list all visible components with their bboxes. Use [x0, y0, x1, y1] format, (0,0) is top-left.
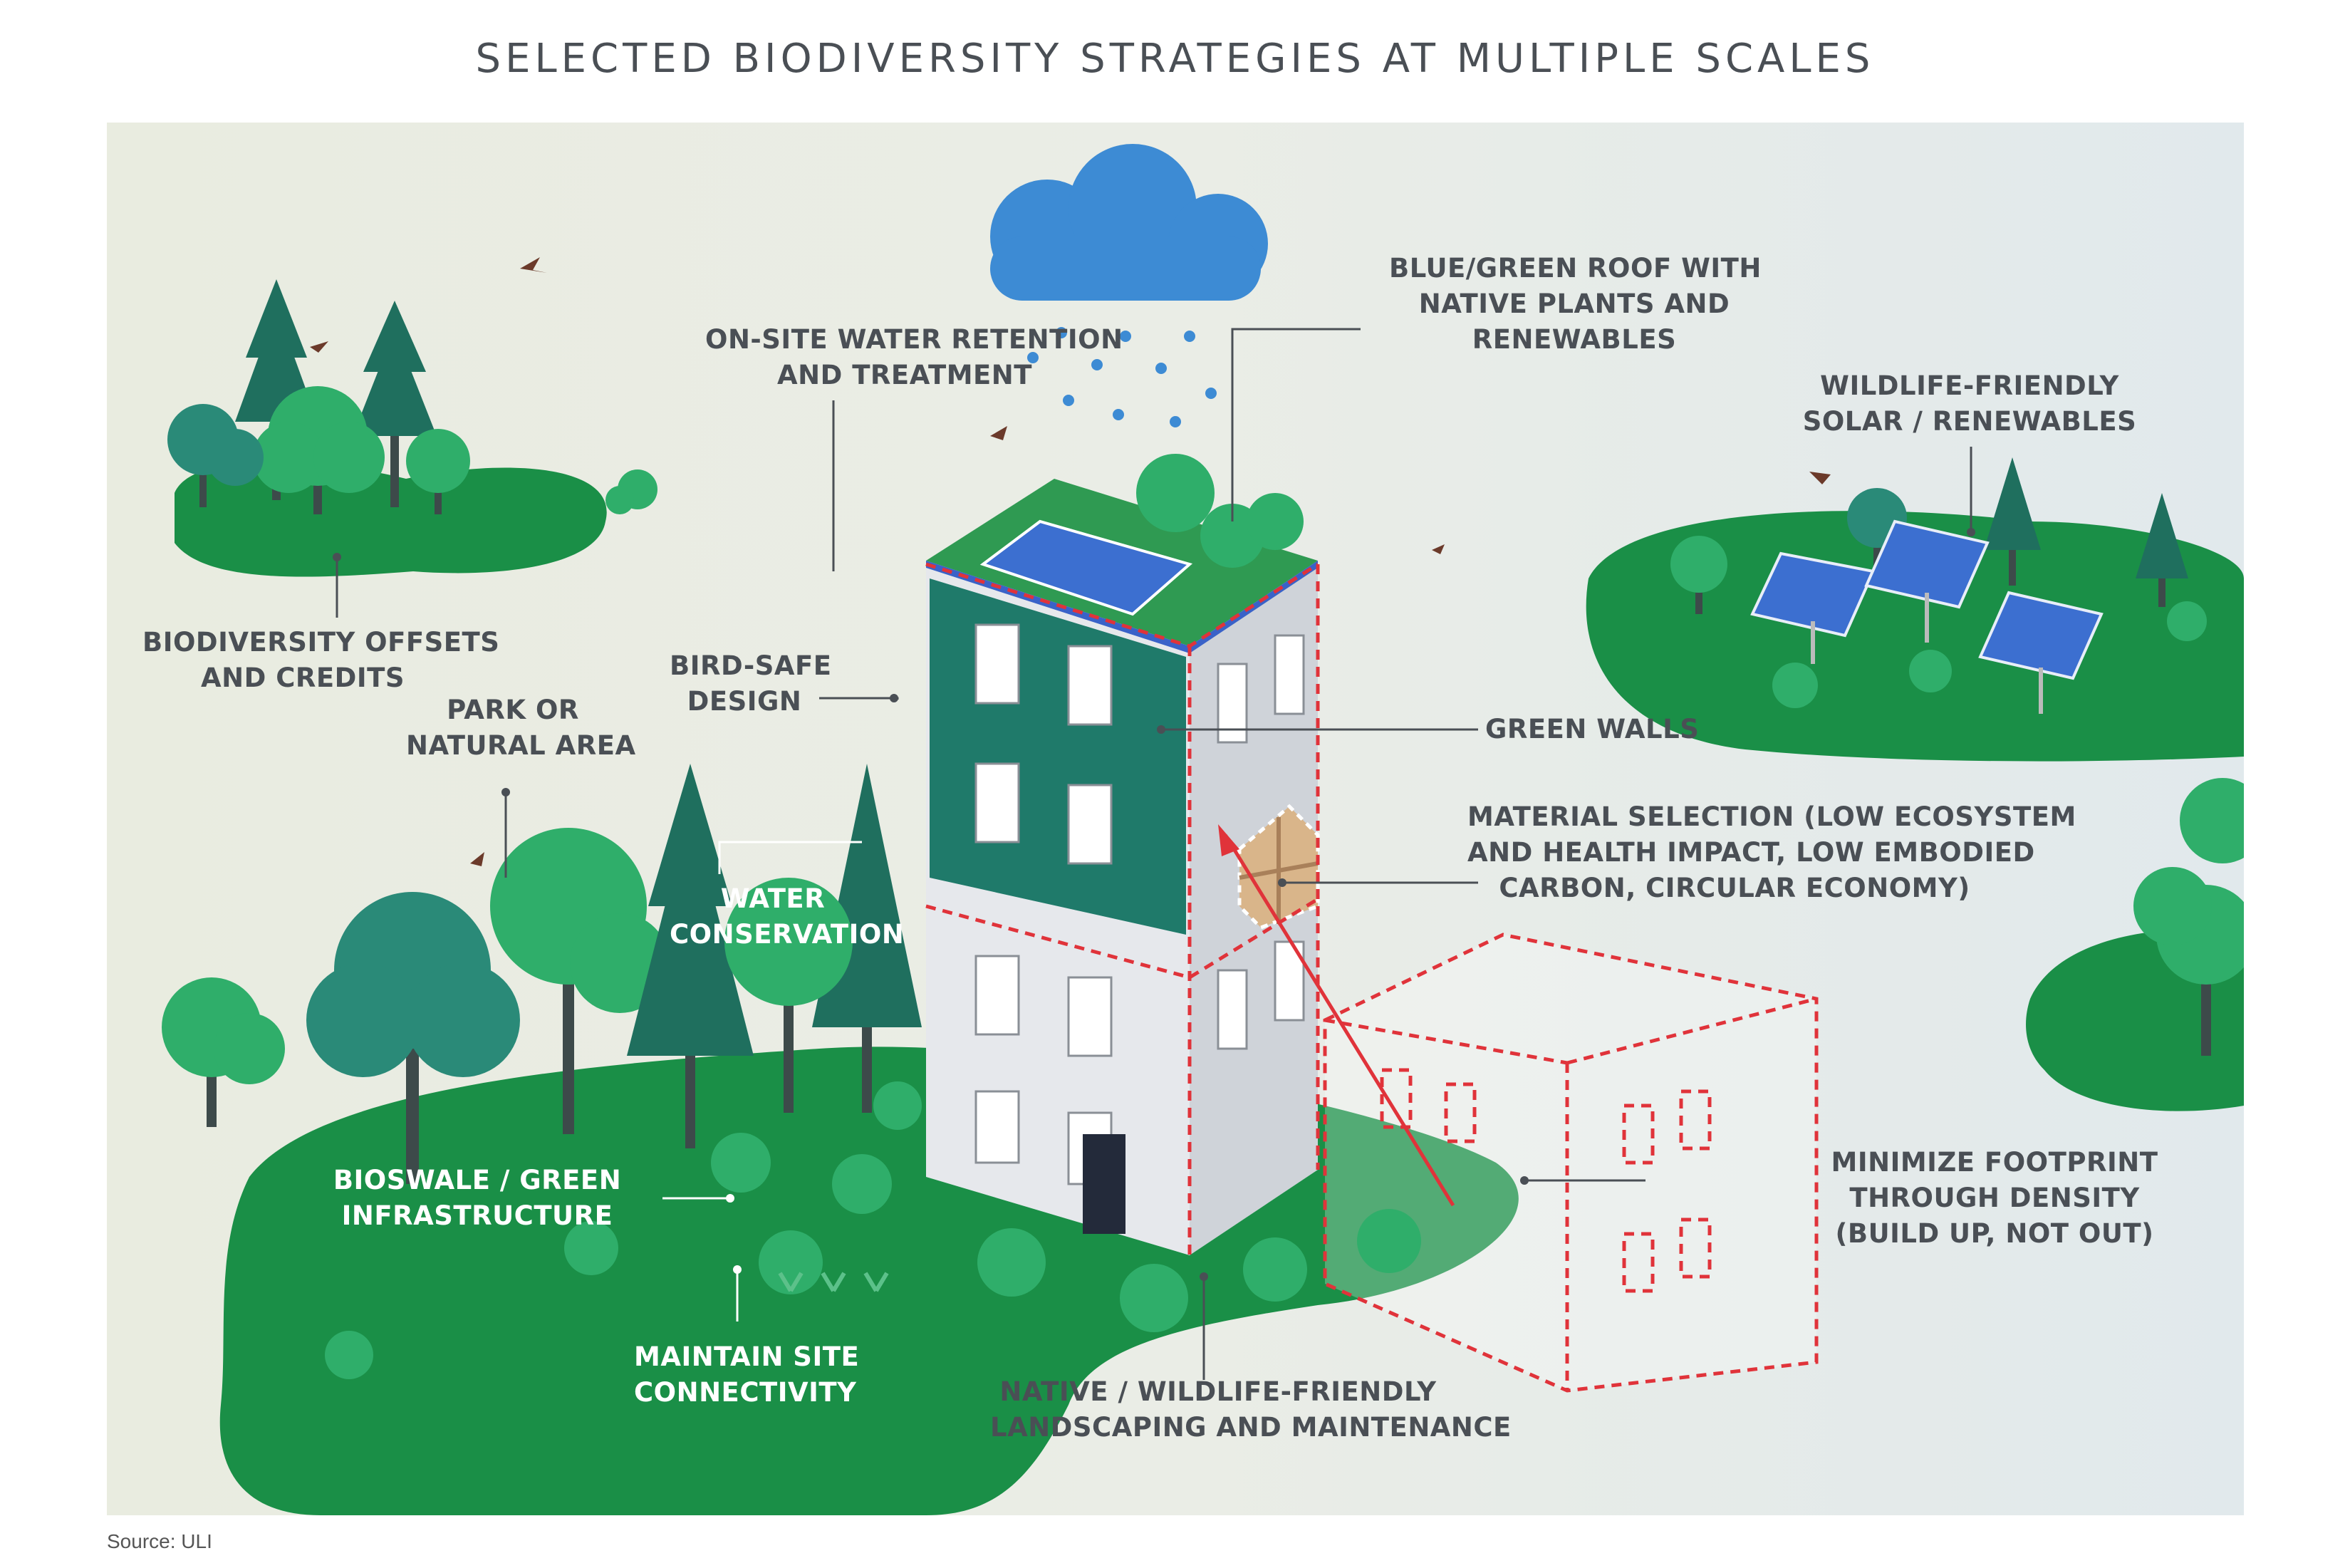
label-line: MINIMIZE FOOTPRINT — [1831, 1147, 2158, 1178]
tree-icon — [353, 301, 437, 507]
label-bird-safe-design: BIRD-SAFE DESIGN — [670, 648, 832, 720]
label-line: NATIVE PLANTS AND — [1418, 289, 1730, 319]
label-line: MAINTAIN SITE — [634, 1341, 860, 1372]
bird-icon — [1432, 544, 1445, 554]
bird-icon — [520, 257, 547, 273]
solar-panel-icon — [979, 519, 1193, 616]
tree-icon — [2136, 493, 2188, 607]
label-line: NATURAL AREA — [406, 730, 636, 761]
illustration-panel: BIODIVERSITY OFFSETS AND CREDITS PARK OR… — [107, 123, 2244, 1515]
tree-icon — [1670, 536, 1727, 614]
tree-icon — [306, 892, 520, 1184]
label-line: SOLAR / RENEWABLES — [1802, 406, 2137, 437]
label-line: WATER — [720, 883, 826, 914]
label-line: AND TREATMENT — [777, 360, 1032, 390]
label-blue-green-roof: BLUE/GREEN ROOF WITH NATIVE PLANTS AND R… — [1389, 251, 1762, 358]
label-line: GREEN WALLS — [1485, 714, 1700, 744]
label-biodiversity-offsets: BIODIVERSITY OFFSETS AND CREDITS — [142, 625, 500, 696]
solar-panel-icon — [1978, 591, 2104, 714]
bush-icon — [1136, 454, 1304, 568]
label-line: ON-SITE WATER RETENTION — [705, 324, 1123, 355]
label-line: CARBON, CIRCULAR ECONOMY) — [1499, 873, 1970, 903]
solar-panel-icon — [1864, 519, 1990, 643]
tree-icon — [2133, 778, 2244, 1056]
label-line: LANDSCAPING AND MAINTENANCE — [990, 1412, 1512, 1443]
label-line: DESIGN — [687, 686, 802, 717]
label-line: WILDLIFE-FRIENDLY — [1820, 370, 2119, 401]
label-line: RENEWABLES — [1472, 324, 1677, 355]
bush-icon — [1772, 601, 2207, 708]
illustration-scene — [162, 144, 2244, 1515]
small-island — [2026, 778, 2244, 1111]
cloud-icon — [990, 144, 1268, 301]
door-icon — [1083, 1134, 1125, 1234]
label-line: (BUILD UP, NOT OUT) — [1835, 1218, 2154, 1249]
building — [925, 454, 1320, 1255]
sprout-icon — [778, 1272, 889, 1292]
label-water-conservation: WATER CONSERVATION — [670, 881, 905, 952]
label-green-walls: GREEN WALLS — [1485, 712, 1727, 747]
label-material-selection: MATERIAL SELECTION (LOW ECOSYSTEM AND HE… — [1467, 799, 2076, 906]
tree-icon — [724, 878, 853, 1113]
tree-icon — [406, 429, 470, 514]
label-line: THROUGH DENSITY — [1849, 1183, 2140, 1213]
leader-lines-light — [662, 841, 862, 1322]
tree-icon — [167, 404, 264, 507]
solar-island — [1586, 447, 2244, 762]
tree-icon — [627, 764, 754, 1148]
label-line: INFRASTRUCTURE — [341, 1200, 613, 1231]
label-site-connectivity: MAINTAIN SITE CONNECTIVITY — [634, 1339, 860, 1411]
label-line: NATIVE / WILDLIFE-FRIENDLY — [999, 1376, 1437, 1407]
label-line: PARK OR — [447, 695, 579, 725]
label-water-retention: ON-SITE WATER RETENTION AND TREATMENT — [705, 322, 1123, 393]
label-line: MATERIAL SELECTION (LOW ECOSYSTEM — [1467, 801, 2076, 832]
ghost-building — [1323, 933, 1819, 1393]
tree-icon — [1984, 457, 2041, 586]
label-line: BIODIVERSITY OFFSETS — [142, 627, 500, 658]
label-line: CONNECTIVITY — [634, 1377, 857, 1408]
bush-icon — [325, 1081, 922, 1379]
rain-icon — [1027, 327, 1217, 427]
bush-icon — [977, 1209, 1421, 1332]
label-native-landscaping: NATIVE / WILDLIFE-FRIENDLY LANDSCAPING A… — [990, 1374, 1512, 1445]
label-park-natural-area: PARK OR NATURAL AREA — [406, 692, 636, 764]
bird-icon — [470, 852, 484, 866]
up-arrow-icon — [1218, 824, 1455, 1207]
label-wildlife-solar: WILDLIFE-FRIENDLY SOLAR / RENEWABLES — [1802, 368, 2137, 440]
label-line: BLUE/GREEN ROOF WITH — [1389, 253, 1762, 284]
label-line: AND HEALTH IMPACT, LOW EMBODIED — [1467, 837, 2035, 868]
label-minimize-footprint: MINIMIZE FOOTPRINT THROUGH DENSITY (BUIL… — [1831, 1145, 2158, 1252]
label-line: BIOSWALE / GREEN — [333, 1165, 622, 1195]
park-trees — [162, 764, 922, 1379]
label-bioswale: BIOSWALE / GREEN INFRASTRUCTURE — [321, 1163, 634, 1234]
tree-icon — [162, 977, 285, 1127]
label-line: CONSERVATION — [670, 919, 905, 950]
bird-icon — [1809, 472, 1831, 484]
bird-icon — [310, 341, 328, 353]
bush-icon — [605, 469, 657, 514]
solar-panel-icon — [1750, 551, 1876, 664]
offsets-island — [167, 279, 657, 618]
bird-icon — [990, 426, 1007, 440]
tree-icon — [253, 386, 385, 514]
label-line: BIRD-SAFE — [670, 650, 832, 681]
material-cutout — [1237, 804, 1320, 930]
label-line: AND CREDITS — [201, 663, 405, 693]
source-credit: Source: ULI — [107, 1530, 212, 1552]
diagram-title: SELECTED BIODIVERSITY STRATEGIES AT MULT… — [475, 36, 1875, 82]
